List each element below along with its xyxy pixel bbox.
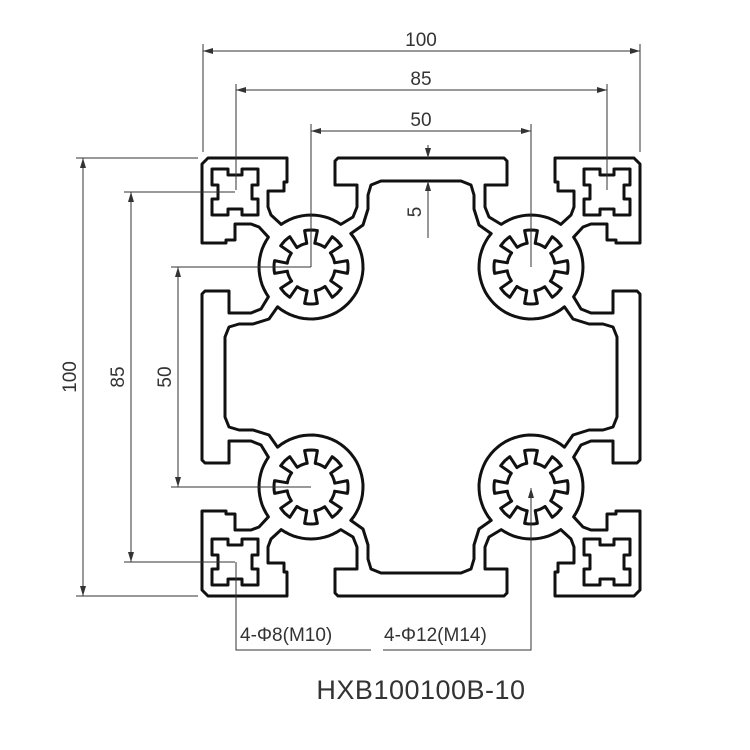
callout-small-bores: 4-Φ8(M10): [235, 562, 371, 651]
dim-height-bore-centers: 50: [155, 266, 311, 488]
corner-slot-hole: [582, 167, 632, 217]
profile-inner-cavity: [421, 179, 619, 377]
corner-slot-hole: [210, 537, 260, 587]
bore-hole: [492, 448, 570, 526]
aluminum-profile-cross-section: [200, 156, 642, 598]
dim-width-overall: 100: [202, 30, 641, 152]
bore-hole: [272, 448, 350, 526]
dim-label: 50: [410, 110, 431, 131]
profile-outer-contour: [421, 156, 642, 377]
profile-outer-contour: [200, 156, 421, 377]
dim-label: 100: [60, 361, 81, 393]
dim-width-bore-centers: 50: [310, 110, 532, 267]
dim-label: 5: [405, 207, 426, 218]
dim-height-overall: 100: [60, 157, 198, 597]
dim-label: 85: [410, 69, 431, 90]
dim-label: 100: [405, 30, 437, 51]
profile-inner-cavity: [223, 377, 421, 575]
profile-inner-cavity: [421, 377, 619, 575]
profile-outer-contour: [200, 377, 421, 598]
model-label: HXB100100B-10: [316, 675, 525, 705]
corner-slot-hole: [210, 167, 260, 217]
dim-label: 85: [108, 366, 129, 387]
dimensions: 100 85 50 5 100 8: [60, 30, 641, 651]
dim-width-slot-centers: 85: [235, 69, 608, 190]
profile-outer-contour: [421, 377, 642, 598]
bore-hole: [272, 228, 350, 306]
dim-wall-thickness: 5: [405, 145, 431, 238]
bore-hole: [492, 228, 570, 306]
dim-label: 50: [155, 366, 176, 387]
corner-slot-hole: [582, 537, 632, 587]
profile-inner-cavity: [223, 179, 421, 377]
callout-label: 4-Φ8(M10): [240, 625, 332, 646]
callout-label: 4-Φ12(M14): [384, 625, 487, 646]
dim-height-slot-centers: 85: [108, 191, 235, 563]
callout-large-bores: 4-Φ12(M14): [383, 488, 534, 651]
